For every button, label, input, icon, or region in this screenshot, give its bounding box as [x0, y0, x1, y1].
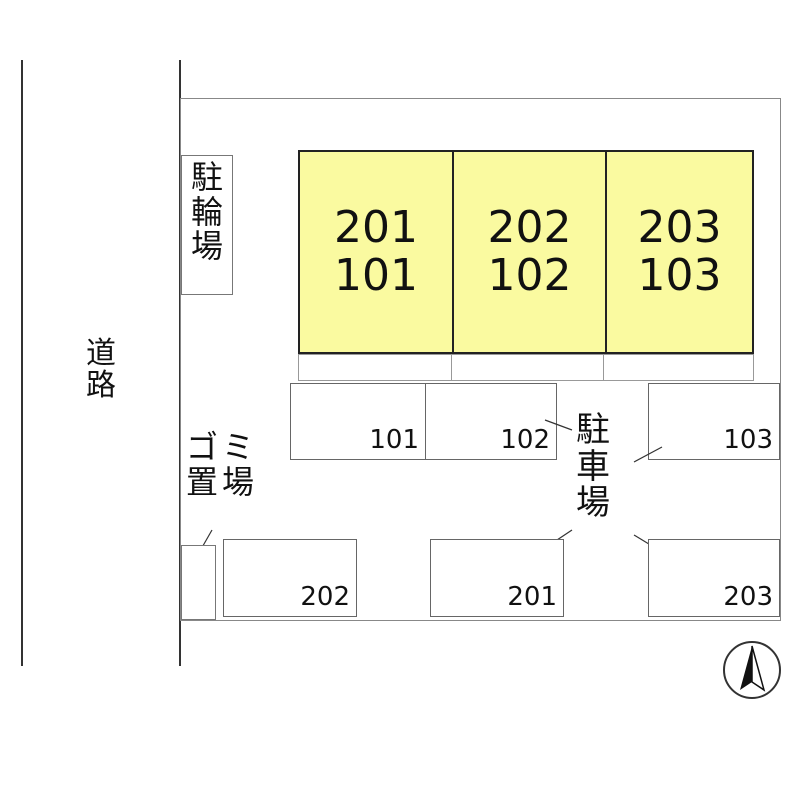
road-label-char-1: 道 — [86, 336, 116, 371]
north-arrow-icon — [723, 641, 781, 699]
parking-label-char-1: 駐 — [576, 410, 610, 450]
parking-stall-202: 202 — [223, 539, 357, 617]
garbage-label-line2: 置場 — [186, 462, 259, 501]
parking-stall-102: 102 — [425, 383, 557, 460]
stall-number: 102 — [500, 425, 550, 455]
building-unit-1: 201 101 — [300, 152, 454, 352]
bicycle-parking-label-char-2: 輪 — [190, 192, 223, 231]
walkway-cell — [299, 355, 452, 380]
parking-stall-101: 101 — [290, 383, 426, 460]
parking-label-char-3: 場 — [576, 483, 610, 524]
unit-number-upper: 202 — [487, 201, 572, 253]
unit-number-lower: 101 — [334, 250, 418, 301]
stall-number: 202 — [300, 582, 350, 612]
garbage-label: ゴミ 置場 — [186, 430, 258, 499]
garbage-area — [181, 545, 216, 620]
parking-stall-203: 203 — [648, 539, 780, 617]
bicycle-parking-label-char-1: 駐 — [190, 158, 223, 196]
unit-number-lower: 103 — [637, 250, 722, 301]
bicycle-parking: 駐輪場 — [181, 155, 233, 295]
parking-stall-103: 103 — [648, 383, 780, 460]
unit-number-upper: 201 — [334, 201, 418, 253]
unit-number-lower: 102 — [487, 250, 572, 301]
stall-number: 103 — [723, 425, 773, 455]
stall-number: 101 — [369, 425, 419, 455]
walkway-cell — [452, 355, 604, 380]
unit-number-upper: 203 — [637, 201, 722, 253]
bicycle-parking-label: 駐輪場 — [182, 156, 232, 264]
building-walkway — [298, 354, 754, 381]
bicycle-parking-label-char-3: 場 — [190, 227, 223, 266]
road-label-char-2: 路 — [86, 368, 116, 404]
road-label: 道 路 — [86, 336, 116, 404]
building-unit-2: 202 102 — [454, 152, 607, 352]
stall-number: 203 — [723, 582, 773, 612]
stall-number: 201 — [507, 582, 557, 612]
parking-label-char-2: 車 — [576, 446, 610, 487]
walkway-cell — [604, 355, 753, 380]
parking-stall-201: 201 — [430, 539, 564, 617]
parking-label: 駐車場 — [576, 412, 610, 522]
apartment-building: 201 101 202 102 203 103 — [298, 150, 754, 354]
road-edge-left — [21, 60, 23, 666]
garbage-label-line1: ゴミ — [186, 428, 259, 466]
building-unit-3: 203 103 — [607, 152, 752, 352]
